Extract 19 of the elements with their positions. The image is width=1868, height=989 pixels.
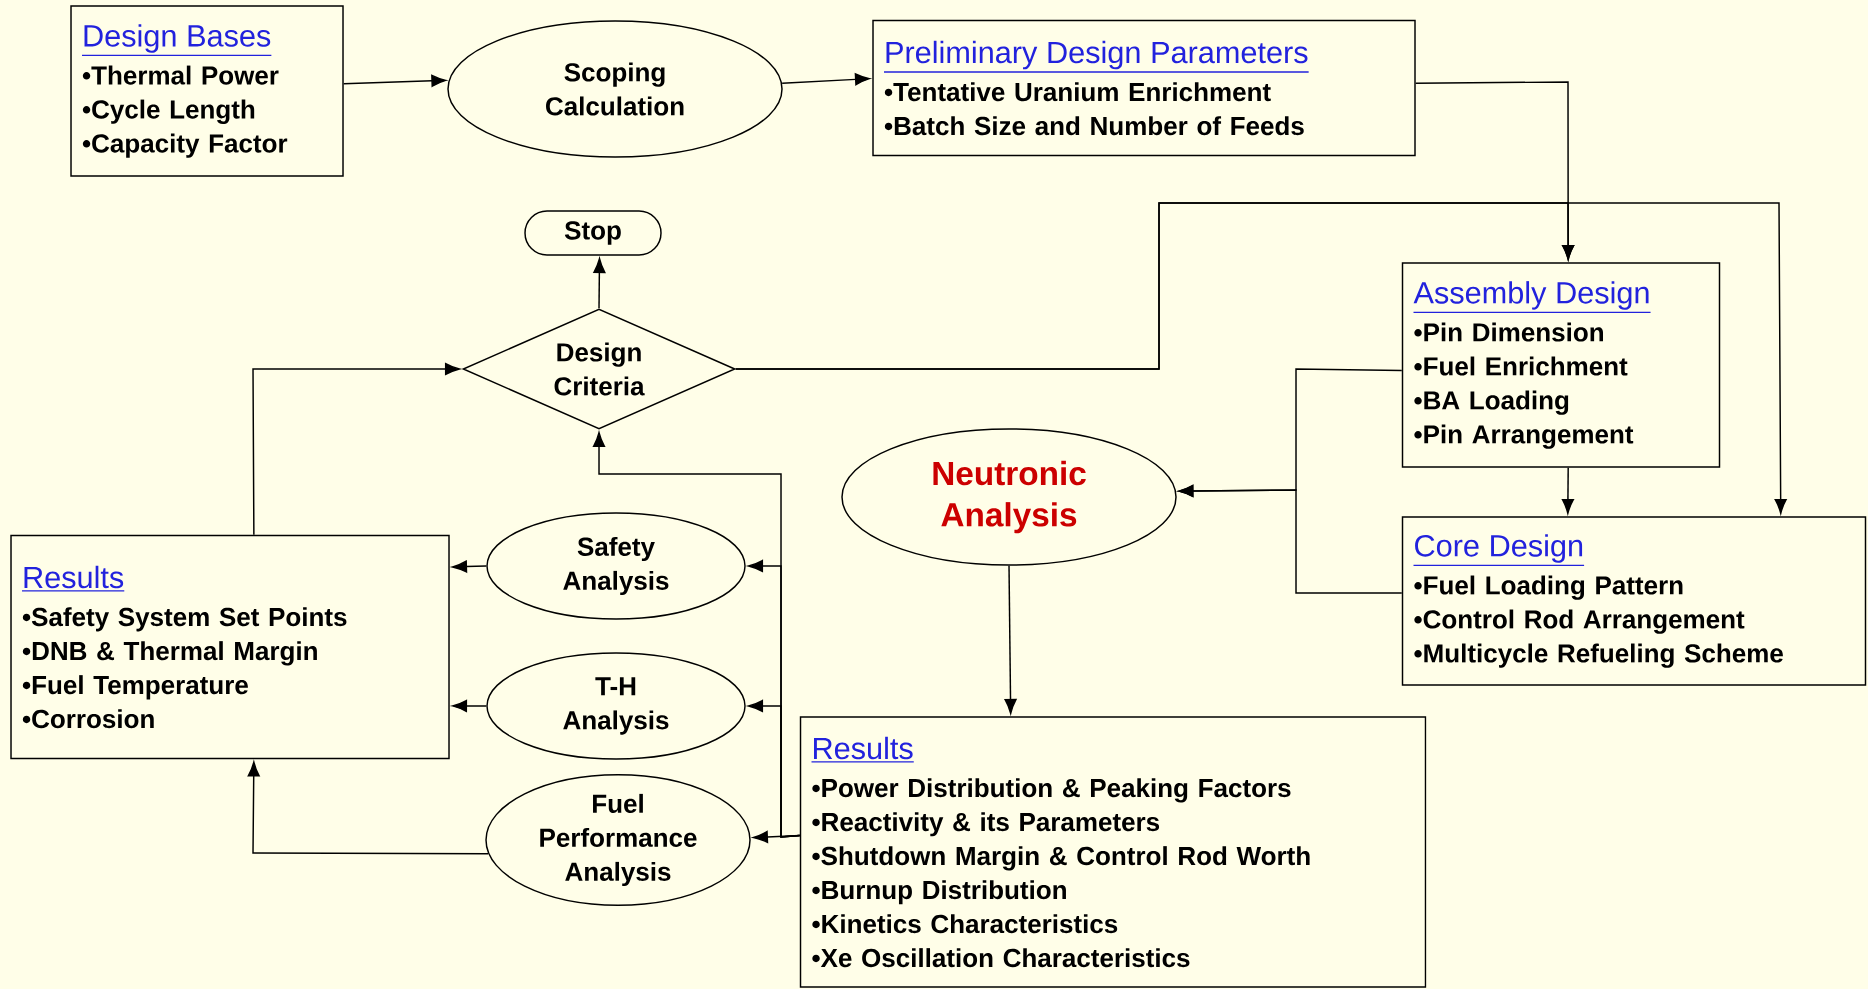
info-box: Results •Power Distribution & Peaking Factors •Reactivity & its Parameters •Shutdown Margin & Control Rod Worth •Burnup Distribution •Kinetics Characteristics •Xe Oscillation Characteristics (799, 716, 1427, 988)
info-box: Preliminary Design Parameters •Tentative Uranium Enrichment •Batch Size and Number of Feeds (872, 19, 1416, 157)
arrow (593, 257, 606, 309)
arrow (735, 202, 1787, 515)
arrow (1561, 467, 1575, 515)
arrow (252, 362, 461, 536)
info-box: Results •Safety System Set Points •DNB & Thermal Margin •Fuel Temperature •Corrosion (10, 534, 450, 760)
arrow (781, 73, 871, 86)
arrow (1178, 484, 1403, 594)
arrow (451, 560, 487, 573)
arrow (752, 830, 801, 844)
arrow (247, 761, 489, 855)
info-box: Core Design •Fuel Loading Pattern •Control Rod Arrangement •Multicycle Refueling Scheme (1401, 516, 1867, 686)
info-box: Assembly Design •Pin Dimension •Fuel Enrichment •BA Loading •Pin Arrangement (1401, 262, 1721, 468)
arrow (1004, 565, 1017, 715)
arrow (343, 74, 447, 87)
info-box: Design Bases •Thermal Power •Cycle Length •Capacity Factor (70, 5, 344, 177)
stop-terminal: Stop (524, 210, 662, 256)
arrow (451, 699, 487, 713)
